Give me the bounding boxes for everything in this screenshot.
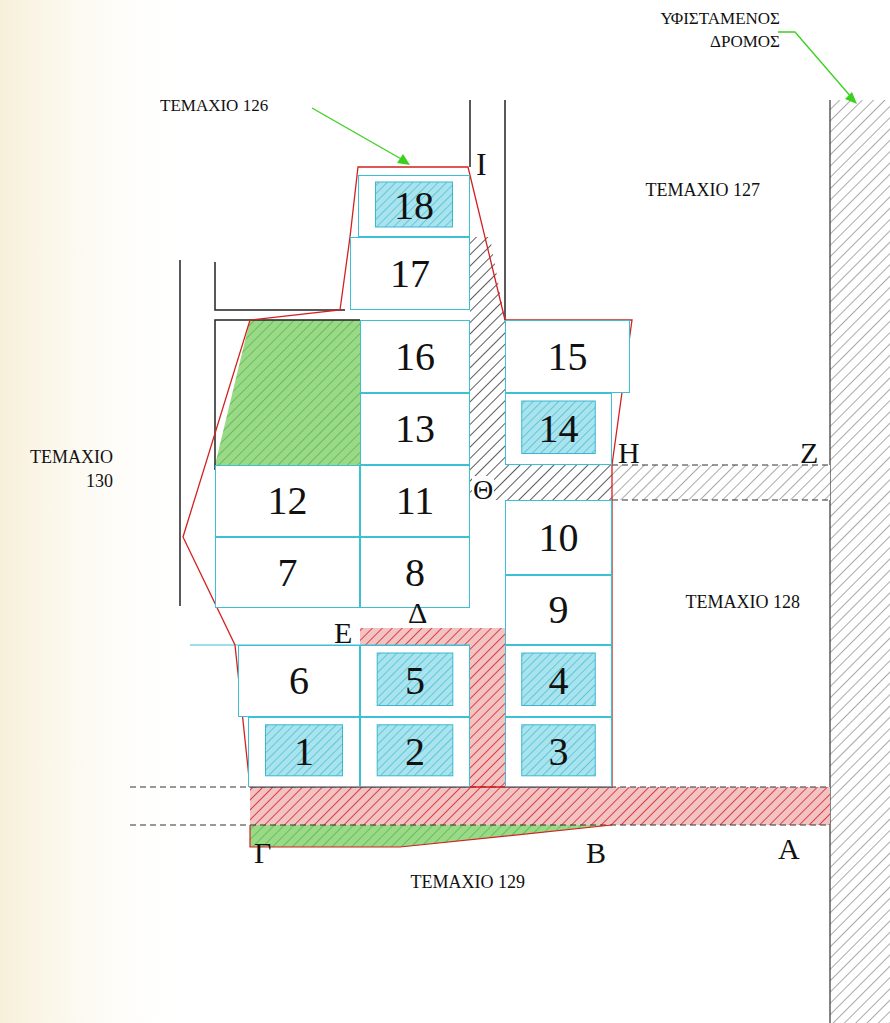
lot-number: 12 xyxy=(268,481,308,521)
lot-number: 7 xyxy=(278,553,298,593)
lot-box: 9 xyxy=(505,575,612,645)
lot-number: 6 xyxy=(289,661,309,701)
point-letter: Β xyxy=(586,838,606,868)
lot-box: 1 xyxy=(248,717,360,787)
road-label: ΥΦΙΣΤΑΜΕΝΟΣ ΔΡΟΜΟΣ xyxy=(620,8,780,54)
lot-box: 6 xyxy=(238,645,360,717)
point-letter: Γ xyxy=(254,838,271,868)
lot-number: 5 xyxy=(405,661,425,701)
lot-number: 17 xyxy=(390,254,430,294)
lot-box: 14 xyxy=(505,393,612,465)
lot-number: 16 xyxy=(395,337,435,377)
lot-box: 18 xyxy=(358,175,470,237)
lot-number: 14 xyxy=(539,409,579,449)
parcel-label: ΤΕΜΑΧΙΟ 126 xyxy=(160,95,268,118)
lot-box: 2 xyxy=(360,717,470,787)
point-letter: Α xyxy=(778,834,800,864)
parcel-label: ΤΕΜΑΧΙΟ 129 xyxy=(405,870,525,894)
lot-box: 15 xyxy=(505,320,630,393)
lot-number: 13 xyxy=(395,409,435,449)
lot-number: 4 xyxy=(549,661,569,701)
lot-number: 18 xyxy=(394,186,434,226)
lot-number: 11 xyxy=(396,481,435,521)
point-letter: Η xyxy=(618,438,640,468)
parcel-label: ΤΕΜΑΧΙΟ 127 xyxy=(640,178,760,202)
parcel-label: ΤΕΜΑΧΙΟ 128 xyxy=(680,590,800,614)
lot-number: 9 xyxy=(549,590,569,630)
point-letter: Ι xyxy=(476,148,487,180)
point-letter: Ε xyxy=(334,618,352,648)
point-letter: Θ xyxy=(472,476,494,504)
lot-number: 2 xyxy=(405,732,425,772)
lot-box: 3 xyxy=(505,717,612,787)
lot-box: 5 xyxy=(360,645,470,717)
lot-box: 11 xyxy=(360,465,470,537)
lot-box: 4 xyxy=(505,645,612,717)
lot-number: 10 xyxy=(539,518,579,558)
lot-box: 12 xyxy=(215,465,360,537)
lot-number: 1 xyxy=(294,732,314,772)
point-letter: Δ xyxy=(408,598,427,628)
lot-number: 15 xyxy=(548,337,588,377)
point-letter: Ζ xyxy=(800,438,818,468)
parcel-label: ΤΕΜΑΧΙΟ 130 xyxy=(3,445,113,494)
lot-box: 16 xyxy=(360,320,470,393)
lot-number: 8 xyxy=(405,553,425,593)
lot-number: 3 xyxy=(549,732,569,772)
lot-box: 10 xyxy=(505,500,612,575)
lot-box: 13 xyxy=(360,393,470,465)
lot-box: 7 xyxy=(215,537,360,608)
lot-box: 17 xyxy=(350,237,470,310)
